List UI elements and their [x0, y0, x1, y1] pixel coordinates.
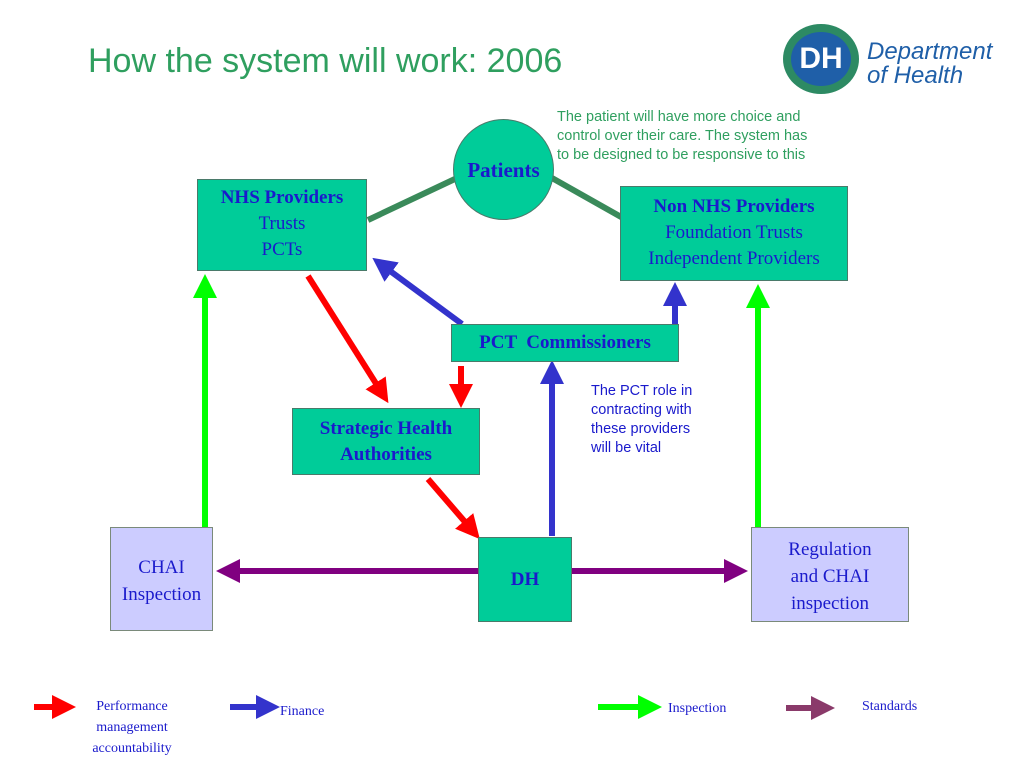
pct-note-line: contracting with	[591, 402, 692, 418]
arrow-pct-to-nhs	[372, 257, 464, 327]
patient-note-line: control over their care. The system has	[557, 128, 808, 144]
pct-note-line: The PCT role in	[591, 383, 693, 399]
link-patients-non-nhs	[550, 175, 632, 225]
legend-performance: Performance management accountability	[74, 696, 190, 759]
chai-inspection-box: CHAI Inspection	[110, 527, 213, 631]
dh-box: DH	[478, 537, 572, 622]
legend-performance-line: Performance	[96, 699, 168, 714]
non-nhs-providers-heading: Non NHS Providers	[653, 196, 815, 217]
pct-commissioners-box: PCT Commissioners	[451, 324, 679, 362]
arrow-sha-to-dh	[425, 477, 480, 540]
pct-note: The PCT role in contracting with these p…	[591, 382, 692, 458]
dh-logo-mark: DH	[791, 32, 851, 86]
chai-inspection-line: CHAI	[138, 557, 185, 578]
nhs-providers-line: Trusts	[258, 213, 306, 234]
arrow-nhs-to-sha	[305, 274, 389, 404]
pct-note-line: will be vital	[591, 440, 662, 456]
legend-performance-line: management	[96, 720, 168, 735]
regulation-box: Regulation and CHAI inspection	[751, 527, 909, 622]
dh-logo-text: Department of Health	[867, 40, 992, 88]
sha-line: Strategic Health	[319, 418, 453, 439]
page-title: How the system will work: 2006	[88, 42, 563, 80]
regulation-line: inspection	[790, 593, 870, 614]
legend-inspection: Inspection	[668, 701, 727, 716]
legend-standards: Standards	[862, 699, 918, 714]
patients-node: Patients	[453, 119, 554, 220]
non-nhs-providers-box: Non NHS Providers Foundation Trusts Inde…	[620, 186, 848, 281]
nhs-providers-heading: NHS Providers	[220, 187, 344, 208]
patient-note-line: The patient will have more choice and	[557, 109, 801, 125]
pct-note-line: these providers	[591, 421, 691, 437]
legend-performance-line: accountability	[92, 741, 172, 756]
regulation-line: Regulation	[788, 539, 872, 560]
pct-commissioners-label: PCT Commissioners	[479, 332, 651, 353]
non-nhs-providers-line: Foundation Trusts	[665, 222, 803, 243]
dh-logo-line1: Department	[867, 38, 993, 65]
chai-inspection-line: Inspection	[121, 584, 202, 605]
legend-finance: Finance	[280, 704, 325, 719]
dh-logo-icon: DH	[783, 24, 859, 94]
patient-note-line: to be designed to be responsive to this	[557, 147, 806, 163]
regulation-line: and CHAI	[790, 566, 870, 587]
link-patients-nhs	[366, 175, 459, 223]
sha-box: Strategic Health Authorities	[292, 408, 480, 475]
nhs-providers-line: PCTs	[261, 239, 303, 260]
nhs-providers-box: NHS Providers Trusts PCTs	[197, 179, 367, 271]
dh-logo: DH Department of Health	[783, 24, 1003, 98]
dh-logo-line2: of Health	[867, 62, 964, 89]
patient-note: The patient will have more choice and co…	[557, 108, 807, 165]
dh-label: DH	[510, 569, 540, 590]
non-nhs-providers-line: Independent Providers	[648, 248, 820, 269]
sha-line: Authorities	[340, 444, 432, 465]
